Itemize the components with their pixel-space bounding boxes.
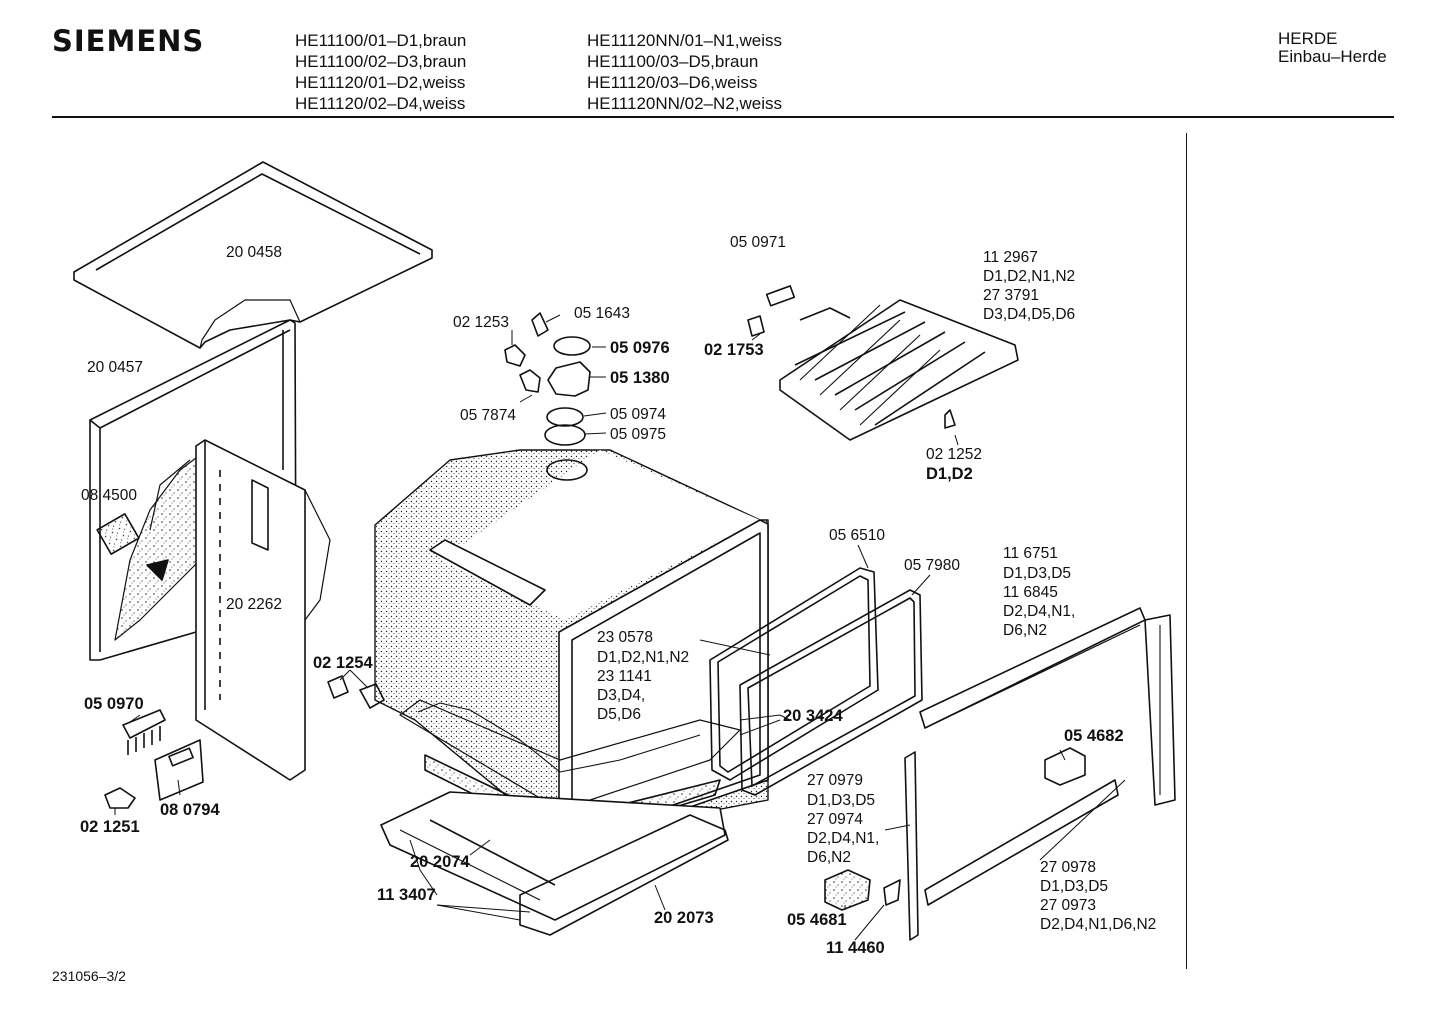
part-label: D1,D2,N1,N2 [597,649,689,666]
part-label: D6,N2 [807,849,851,866]
part-label: 27 0974 [807,811,863,828]
category-block: HERDE Einbau–Herde [1278,30,1387,66]
part-label: 20 0457 [87,359,143,376]
trim-strip [924,614,1176,906]
part-label: 05 1380 [610,369,670,387]
part-label: 11 3407 [377,886,436,904]
part-label: 05 4681 [787,911,847,929]
model-entry: HE11120/02–D4,weiss [295,94,466,113]
part-label: 11 2967 [983,249,1038,266]
part-label: 05 0976 [610,339,670,357]
part-label: 23 0578 [597,629,653,646]
model-list-left: HE11100/01–D1,braun HE11100/02–D3,braun … [295,30,466,114]
part-label: 27 3791 [983,287,1039,304]
part-label: 02 1252 [926,446,982,463]
part-label: 02 1253 [453,314,509,331]
part-label: 05 7874 [460,407,516,424]
part-label: 27 0973 [1040,897,1096,914]
part-label-group: 20 0458 20 0457 08 4500 20 2262 02 1253 … [80,234,1156,957]
part-label: 02 1753 [704,341,764,359]
part-label: D6,N2 [1003,622,1047,639]
part-label: 05 1643 [574,305,630,322]
part-label: 05 0971 [730,234,786,251]
part-label: D3,D4,D5,D6 [983,306,1075,323]
part-label: D1,D3,D5 [1040,878,1108,895]
model-entry: HE11120/01–D2,weiss [295,73,466,92]
part-label: 27 0978 [1040,859,1096,876]
door-seal [709,567,879,781]
terminal-block [122,709,166,755]
leader-lines [114,314,1126,941]
column-divider [1186,133,1187,969]
part-label: 20 2262 [226,596,282,613]
part-label: 02 1251 [80,818,140,836]
part-label: 27 0979 [807,772,863,789]
cover-plate [154,739,204,801]
part-label: 20 0458 [226,244,282,261]
part-label: 05 6510 [829,527,885,544]
part-label: 08 0794 [160,801,220,819]
model-entry: HE11120NN/02–N2,weiss [587,94,782,113]
category-subtitle: Einbau–Herde [1278,47,1387,66]
part-label: 08 4500 [81,487,137,504]
model-entry: HE11100/03–D5,braun [587,52,759,71]
part-label: 11 6845 [1003,584,1058,601]
hinge-connector [824,869,871,911]
lamp-assembly [504,312,591,481]
part-label: 05 4682 [1064,727,1124,745]
part-label: 23 1141 [597,668,652,685]
model-entry: HE11100/01–D1,braun [295,31,467,50]
part-label: D1,D2 [926,465,973,483]
part-label: 20 2073 [654,909,714,927]
document-number: 231056–3/2 [52,968,126,984]
category-title: HERDE [1278,29,1338,48]
part-label: D2,D4,N1, [807,830,879,847]
brand-logo: SIEMENS [52,24,205,58]
door-side-strip [883,751,919,941]
part-label: D2,D4,N1,D6,N2 [1040,916,1156,933]
hinge-bracket [1044,747,1086,786]
back-panel [195,439,331,781]
oven-cavity [374,449,769,851]
oven-seal-frame [739,589,923,796]
clip-part [104,787,136,809]
part-label: 20 3424 [783,707,843,725]
part-label: 05 7980 [904,557,960,574]
part-label: 05 0974 [610,406,666,423]
model-entry: HE11120/03–D6,weiss [587,73,758,92]
part-label: D1,D3,D5 [1003,565,1071,582]
base-drawer [380,791,729,936]
part-label: 11 6751 [1003,545,1058,562]
part-label: 02 1254 [313,654,373,672]
model-entry: HE11120NN/01–N1,weiss [587,31,782,50]
part-label: D5,D6 [597,706,641,723]
model-entry: HE11100/02–D3,braun [295,52,467,71]
part-label: 20 2074 [410,853,470,871]
part-label: 05 0975 [610,426,666,443]
part-label: D1,D3,D5 [807,792,875,809]
part-label: D2,D4,N1, [1003,603,1075,620]
part-label: D3,D4, [597,687,645,704]
top-heating-element [747,285,1019,441]
part-label: 11 4460 [826,939,885,957]
header-divider [52,116,1394,118]
model-list-right: HE11120NN/01–N1,weiss HE11100/03–D5,brau… [587,30,782,114]
switch-part [327,675,385,709]
part-label: 05 0970 [84,695,144,713]
part-label: D1,D2,N1,N2 [983,268,1075,285]
